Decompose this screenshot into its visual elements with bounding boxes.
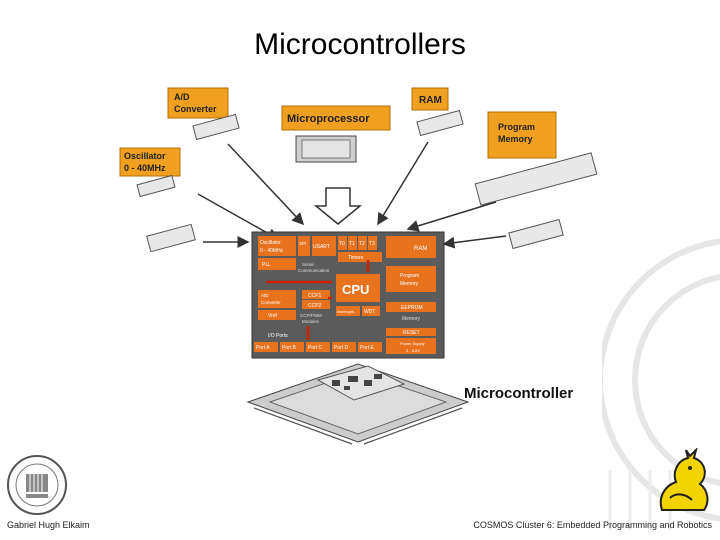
svg-text:CPU: CPU bbox=[342, 282, 369, 297]
svg-text:A/D: A/D bbox=[174, 92, 190, 102]
svg-text:T0: T0 bbox=[339, 241, 345, 247]
label-ram: RAM bbox=[411, 87, 449, 111]
svg-text:T3: T3 bbox=[369, 241, 375, 247]
svg-text:CCP2: CCP2 bbox=[308, 303, 322, 309]
svg-text:Converter: Converter bbox=[174, 104, 217, 114]
svg-text:T2: T2 bbox=[359, 241, 365, 247]
svg-text:I/O Ports: I/O Ports bbox=[268, 333, 288, 339]
svg-text:EEPROM: EEPROM bbox=[401, 305, 423, 311]
svg-text:Power Supply: Power Supply bbox=[400, 341, 425, 346]
svg-text:T1: T1 bbox=[349, 241, 355, 247]
svg-text:Memory: Memory bbox=[402, 316, 421, 322]
dip-chip-program-memory bbox=[474, 152, 598, 206]
svg-text:Communication: Communication bbox=[298, 268, 330, 273]
svg-text:USART: USART bbox=[313, 244, 330, 250]
svg-text:Port B: Port B bbox=[282, 345, 297, 351]
svg-text:Serial: Serial bbox=[302, 262, 314, 267]
svg-text:RAM: RAM bbox=[414, 246, 427, 252]
svg-text:0 - 40MHz: 0 - 40MHz bbox=[124, 163, 166, 173]
university-seal bbox=[7, 455, 67, 515]
footer-author: Gabriel Hugh Elkaim bbox=[7, 520, 90, 530]
svg-text:CCP1: CCP1 bbox=[308, 293, 322, 299]
svg-text:2 - 5.5V: 2 - 5.5V bbox=[406, 348, 420, 353]
svg-text:PLL: PLL bbox=[262, 262, 271, 268]
svg-text:WDT: WDT bbox=[364, 309, 375, 315]
slug-mascot-icon bbox=[659, 448, 709, 511]
label-ad-converter: A/D Converter bbox=[167, 87, 229, 119]
svg-text:RAM: RAM bbox=[419, 95, 442, 106]
microcontroller-label: Microcontroller bbox=[464, 385, 573, 402]
svg-text:Port A: Port A bbox=[256, 345, 270, 351]
svg-text:Memory: Memory bbox=[400, 281, 419, 287]
big-down-arrow bbox=[313, 187, 363, 225]
svg-text:Port E: Port E bbox=[360, 345, 375, 351]
svg-text:Program: Program bbox=[498, 122, 535, 132]
qfp-package bbox=[246, 363, 470, 445]
svg-text:Converter: Converter bbox=[261, 300, 281, 305]
svg-text:Port D: Port D bbox=[334, 345, 349, 351]
dip-chip-ad bbox=[192, 113, 240, 141]
dip-chip-oscillator bbox=[136, 174, 176, 198]
dip-chip-left bbox=[146, 223, 196, 253]
qfp-chip-microprocessor bbox=[295, 135, 357, 163]
svg-text:Timers: Timers bbox=[348, 255, 364, 261]
microcontroller-diagram: A/D Converter Microprocessor RAM Oscilla… bbox=[118, 84, 602, 450]
svg-text:Port C: Port C bbox=[308, 345, 323, 351]
svg-text:Oscillator: Oscillator bbox=[260, 240, 281, 246]
svg-text:CCP/PWM: CCP/PWM bbox=[300, 313, 322, 318]
label-microprocessor: Microprocessor bbox=[281, 105, 391, 131]
svg-text:RESET: RESET bbox=[403, 330, 420, 336]
svg-text:Program: Program bbox=[400, 273, 419, 279]
label-oscillator: Oscillator 0 - 40MHz bbox=[119, 147, 181, 177]
dip-chip-right bbox=[508, 218, 564, 250]
svg-text:Memory: Memory bbox=[498, 134, 533, 144]
svg-text:SPI: SPI bbox=[299, 241, 306, 246]
svg-text:Oscillator: Oscillator bbox=[124, 151, 166, 161]
svg-text:Microprocessor: Microprocessor bbox=[287, 113, 370, 125]
svg-text:Vref: Vref bbox=[268, 313, 278, 319]
label-program-memory: Program Memory bbox=[487, 111, 557, 159]
svg-text:Interrupts: Interrupts bbox=[337, 309, 354, 314]
svg-text:A/D: A/D bbox=[261, 293, 269, 298]
svg-text:0 - 40MHz: 0 - 40MHz bbox=[260, 248, 284, 254]
svg-text:Modules: Modules bbox=[302, 319, 320, 324]
microcontroller-block: Oscillator 0 - 40MHz SPI USART T0 T1 T2 … bbox=[251, 231, 445, 359]
slide-title: Microcontrollers bbox=[254, 28, 466, 61]
footer-course: COSMOS Cluster 6: Embedded Programming a… bbox=[473, 520, 712, 530]
dip-chip-ram bbox=[416, 109, 464, 137]
